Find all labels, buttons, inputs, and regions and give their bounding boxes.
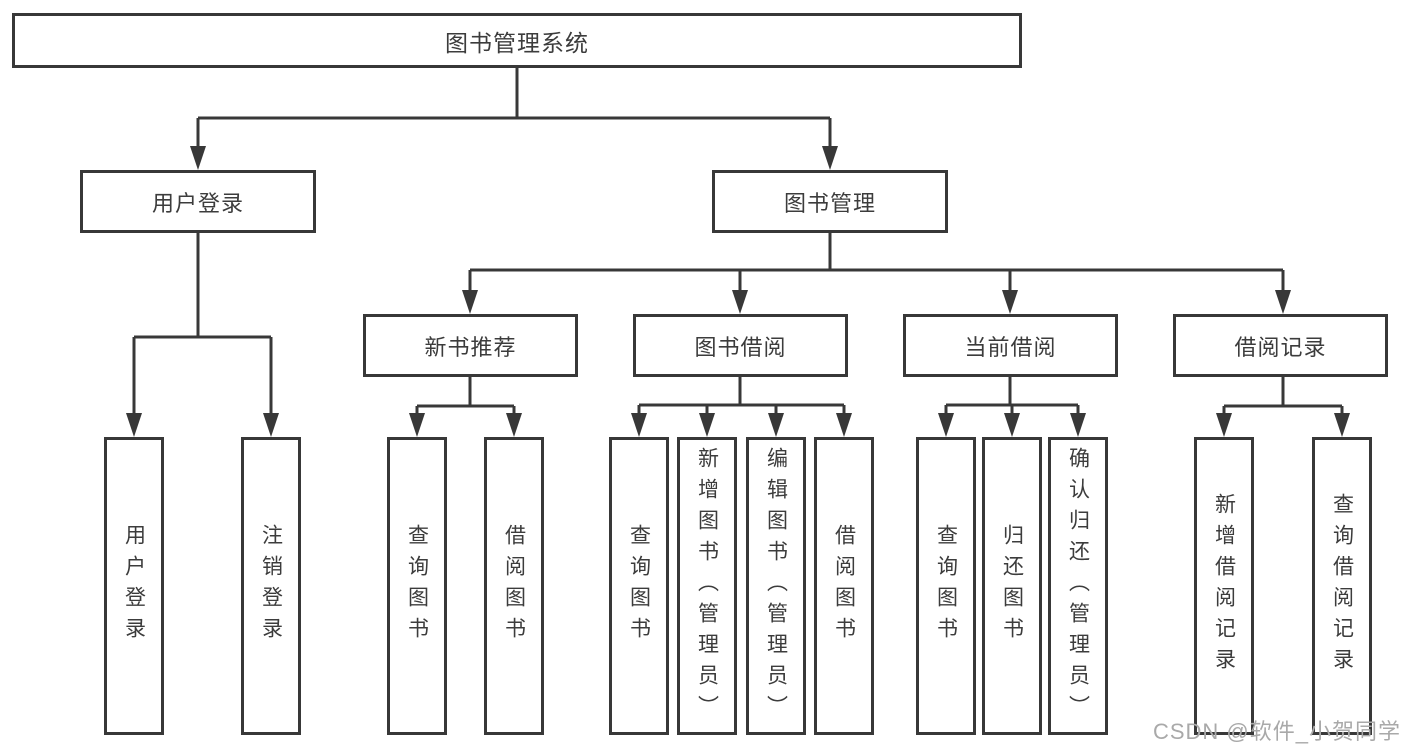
leaf-query-borrow-record-label: 查询借阅记录 xyxy=(1330,493,1354,679)
leaf-recommend-borrow-books-label: 借阅图书 xyxy=(502,524,526,648)
leaf-confirm-return-admin-label: 确认归还（管理员） xyxy=(1066,446,1090,726)
leaf-add-books-admin-label: 新增图书（管理员） xyxy=(695,446,719,726)
node-new-book-recommend-label: 新书推荐 xyxy=(424,334,517,360)
watermark: CSDN @软件_小贺同学 xyxy=(1152,719,1401,744)
leaf-return-books: 归还图书 xyxy=(982,437,1042,735)
node-user-login: 用户登录 xyxy=(80,170,316,233)
leaf-confirm-return-admin: 确认归还（管理员） xyxy=(1048,437,1108,735)
node-book-management-label: 图书管理 xyxy=(783,190,876,216)
leaf-edit-books-admin: 编辑图书（管理员） xyxy=(746,437,806,735)
leaf-borrowing-borrow-books: 借阅图书 xyxy=(814,437,874,735)
node-user-login-label: 用户登录 xyxy=(151,190,244,216)
leaf-logout-label: 注销登录 xyxy=(259,524,283,648)
leaf-user-login-label: 用户登录 xyxy=(122,524,146,648)
node-book-borrowing: 图书借阅 xyxy=(633,314,848,377)
leaf-borrowing-query-books-label: 查询图书 xyxy=(627,524,651,648)
node-root-label: 图书管理系统 xyxy=(445,29,589,56)
leaf-recommend-query-books: 查询图书 xyxy=(387,437,447,735)
leaf-add-borrow-record: 新增借阅记录 xyxy=(1194,437,1254,735)
leaf-recommend-query-books-label: 查询图书 xyxy=(405,524,429,648)
leaf-edit-books-admin-label: 编辑图书（管理员） xyxy=(764,446,788,726)
leaf-borrowing-borrow-books-label: 借阅图书 xyxy=(832,524,856,648)
leaf-recommend-borrow-books: 借阅图书 xyxy=(484,437,544,735)
leaf-borrowing-query-books: 查询图书 xyxy=(609,437,669,735)
node-root: 图书管理系统 xyxy=(12,13,1022,68)
leaf-current-query-books: 查询图书 xyxy=(916,437,976,735)
leaf-add-borrow-record-label: 新增借阅记录 xyxy=(1212,493,1236,679)
leaf-current-query-books-label: 查询图书 xyxy=(934,524,958,648)
leaf-logout: 注销登录 xyxy=(241,437,301,735)
leaf-query-borrow-record: 查询借阅记录 xyxy=(1312,437,1372,735)
leaf-return-books-label: 归还图书 xyxy=(1000,524,1024,648)
node-current-borrowing: 当前借阅 xyxy=(903,314,1118,377)
node-borrowing-records: 借阅记录 xyxy=(1173,314,1388,377)
node-borrowing-records-label: 借阅记录 xyxy=(1234,334,1327,360)
node-current-borrowing-label: 当前借阅 xyxy=(964,334,1057,360)
node-new-book-recommend: 新书推荐 xyxy=(363,314,578,377)
node-book-borrowing-label: 图书借阅 xyxy=(694,334,787,360)
leaf-user-login: 用户登录 xyxy=(104,437,164,735)
leaf-add-books-admin: 新增图书（管理员） xyxy=(677,437,737,735)
node-book-management: 图书管理 xyxy=(712,170,948,233)
